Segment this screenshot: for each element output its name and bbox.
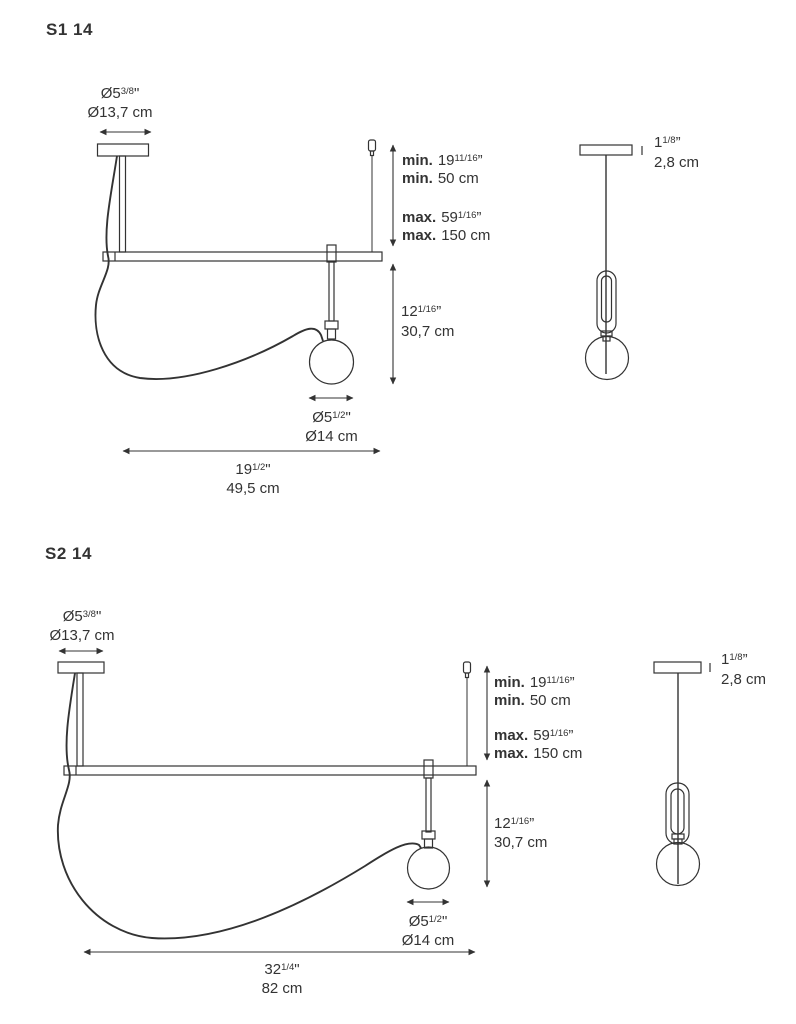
- s1-canopy: [96, 143, 150, 157]
- s2-socket: [423, 838, 434, 849]
- s1-cable-connector-tip: [369, 150, 375, 157]
- s1-suspension-min: min.1911/16” min.50 cm: [402, 152, 483, 187]
- s1-canopy-height-label: 11/8” 2,8 cm: [654, 134, 700, 171]
- s2-suspension-min: min.1911/16” min.50 cm: [494, 674, 575, 709]
- s1-front-sphere: [584, 335, 630, 381]
- s2-canopy-height-label: 11/8” 2,8 cm: [721, 651, 767, 688]
- s1-section-title: S1 14: [46, 20, 93, 39]
- s2-front-sphere: [655, 841, 701, 887]
- s2-front-socket: [673, 838, 683, 845]
- s1-drop-height-label: 121/16” 30,7 cm: [401, 303, 455, 340]
- s1-front-clip-outer: [596, 270, 617, 334]
- s2-suspension-range-label: min.1911/16” min.50 cm max.591/16” max.1…: [494, 674, 582, 763]
- s2-drop-height-label: 121/16” 30,7 cm: [494, 815, 548, 851]
- s1-bar-clip: [326, 244, 337, 263]
- s1-suspension-max: max.591/16” max.150 cm: [402, 209, 491, 244]
- s2-side-view-drawing: [57, 647, 491, 956]
- s2-front-canopy: [653, 661, 702, 674]
- s2-bar: [63, 765, 477, 776]
- s1-suspension-range-label: min.1911/16” min.50 cm max.591/16” max.1…: [402, 152, 490, 245]
- s1-overall-width-label: 191/2" 49,5 cm: [226, 461, 280, 497]
- s1-canopy-diameter-label: Ø53/8" Ø13,7 cm: [60, 84, 180, 122]
- s1-drop-stem: [328, 261, 335, 322]
- s2-section-title: S2 14: [45, 544, 92, 563]
- s2-canopy-diameter-label: Ø53/8" Ø13,7 cm: [49, 608, 115, 644]
- s2-overall-width-label: 321/4" 82 cm: [261, 961, 303, 997]
- s2-diffuser-sphere: [406, 846, 451, 890]
- s2-sphere-diameter-label: Ø51/2" Ø14 cm: [401, 913, 455, 949]
- s1-sphere-diameter-label: Ø51/2" Ø14 cm: [305, 409, 358, 445]
- s1-front-view-drawing: [579, 144, 643, 381]
- s1-cable-connector: [367, 139, 377, 152]
- s2-suspension-max: max.591/16” max.150 cm: [494, 727, 583, 762]
- s2-power-cable: [57, 672, 422, 940]
- s1-power-cable: [94, 155, 324, 380]
- s1-canopy-stem: [118, 155, 127, 253]
- s2-cable-connector-tip: [464, 672, 470, 679]
- s2-canopy: [57, 661, 105, 674]
- s1-side-view-drawing: [94, 128, 397, 455]
- s1-bar: [102, 251, 383, 262]
- s2-cable-connector: [462, 661, 472, 674]
- s2-drop-stem: [425, 777, 432, 833]
- s1-canopy-diameter-inch: Ø53/8": [100, 85, 140, 102]
- s1-socket: [326, 328, 337, 340]
- s1-socket-flange: [324, 320, 339, 330]
- s1-diffuser-sphere: [308, 339, 355, 385]
- s2-front-view-drawing: [653, 661, 711, 887]
- s1-canopy-diameter-cm: Ø13,7 cm: [87, 104, 153, 121]
- s1-front-canopy: [579, 144, 633, 156]
- s1-front-clip-inner: [600, 275, 613, 323]
- s2-canopy-stem: [76, 672, 84, 767]
